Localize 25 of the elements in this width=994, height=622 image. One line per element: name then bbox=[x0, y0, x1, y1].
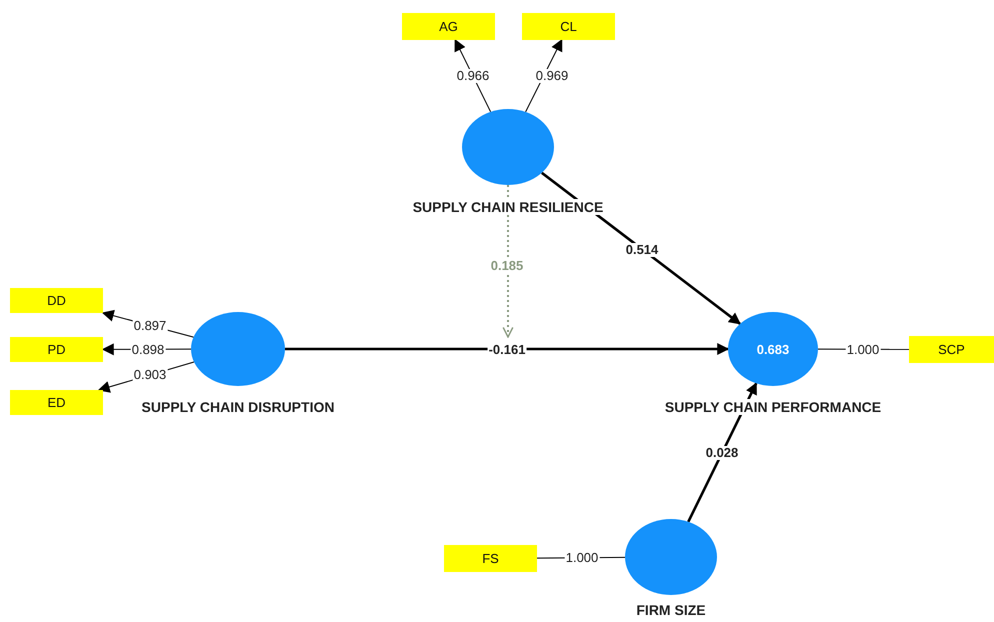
indicator-box: SCP bbox=[909, 336, 994, 363]
indicator-box: AG bbox=[402, 13, 495, 40]
indicator-box: CL bbox=[522, 13, 615, 40]
path-arrow bbox=[285, 343, 730, 355]
construct-label: SUPPLY CHAIN DISRUPTION bbox=[140, 399, 336, 415]
indicator-box: DD bbox=[10, 288, 103, 313]
edge-label: 0.903 bbox=[132, 368, 168, 382]
edge-label: 1.000 bbox=[846, 343, 880, 357]
edge-label: -0.161 bbox=[488, 343, 526, 357]
edge-label: 0.897 bbox=[132, 319, 168, 333]
r-squared-value: 0.683 bbox=[756, 342, 790, 356]
edge-label: 1.000 bbox=[564, 551, 600, 565]
indicator-box: ED bbox=[10, 390, 103, 415]
edge-label: 0.514 bbox=[624, 243, 660, 257]
indicator-box: PD bbox=[10, 337, 103, 362]
edge-label: 0.185 bbox=[490, 259, 524, 273]
edge-label: 0.028 bbox=[704, 446, 740, 460]
edge-label: 0.969 bbox=[534, 69, 570, 83]
indicator-box: FS bbox=[444, 545, 537, 572]
construct-label: SUPPLY CHAIN PERFORMANCE bbox=[662, 399, 884, 415]
construct-label: FIRM SIZE bbox=[634, 602, 708, 618]
moderating-arrow bbox=[502, 185, 514, 338]
edge-label: 0.966 bbox=[456, 69, 490, 83]
edge-label: 0.898 bbox=[130, 343, 166, 357]
construct-label: SUPPLY CHAIN RESILIENCE bbox=[410, 199, 606, 215]
